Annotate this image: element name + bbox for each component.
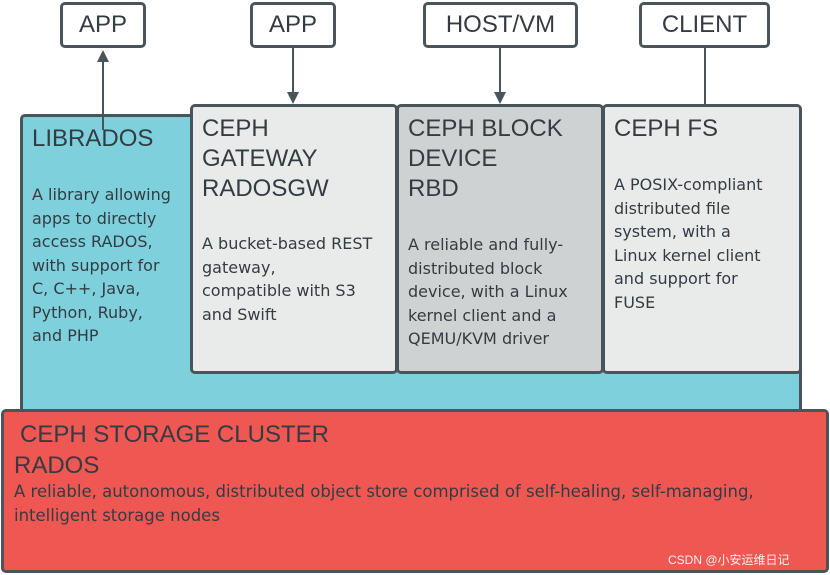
- app-box-2: APP: [250, 2, 336, 48]
- cluster-title: CEPH STORAGE CLUSTER: [20, 421, 329, 448]
- gateway-box: [190, 104, 398, 374]
- cluster-description: A reliable, autonomous, distributed obje…: [14, 482, 754, 525]
- rados-cluster-box: [1, 409, 829, 573]
- rbd-description: A reliable and fully-distributed block d…: [408, 235, 568, 348]
- cephfs-title: CEPH FS: [614, 115, 719, 142]
- librados-title: LIBRADOS: [32, 125, 154, 152]
- client-box: CLIENT: [639, 2, 770, 48]
- app-box-1: APP: [60, 2, 146, 48]
- arrow-app-to-gateway-head: [287, 92, 299, 104]
- arrow-host-to-rbd-head: [494, 92, 506, 104]
- host-vm-box: HOST/VM: [423, 2, 578, 48]
- cluster-subtitle: RADOS: [14, 452, 100, 479]
- cephfs-box: [602, 104, 802, 374]
- watermark: CSDN @小安运维日记: [668, 553, 790, 567]
- arrow-librados-to-app-head: [97, 50, 109, 62]
